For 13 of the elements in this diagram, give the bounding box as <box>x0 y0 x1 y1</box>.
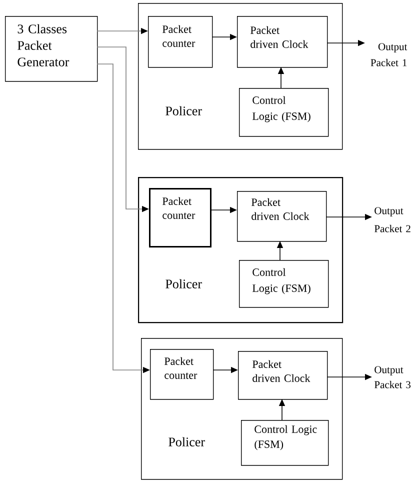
process-box: Packet driven Clock <box>237 191 327 242</box>
process-box: Control Logic (FSM) <box>239 260 329 308</box>
output-label: Output Packet 3 <box>374 366 411 388</box>
process-box: Control Logic (FSM) <box>241 420 329 466</box>
process-box: Packet counter <box>148 16 213 68</box>
process-box: Packet driven Clock <box>238 351 328 400</box>
output-label: Output Packet 2 <box>374 207 410 232</box>
output-label: Output Packet 1 <box>370 43 408 66</box>
process-box: Packet counter <box>150 349 214 400</box>
process-box: Packet driven Clock <box>237 16 328 68</box>
process-box: 3 Classes Packet Generator <box>5 16 98 82</box>
process-box: Control Logic (FSM) <box>239 88 329 137</box>
process-box: Packet counter <box>149 188 212 248</box>
